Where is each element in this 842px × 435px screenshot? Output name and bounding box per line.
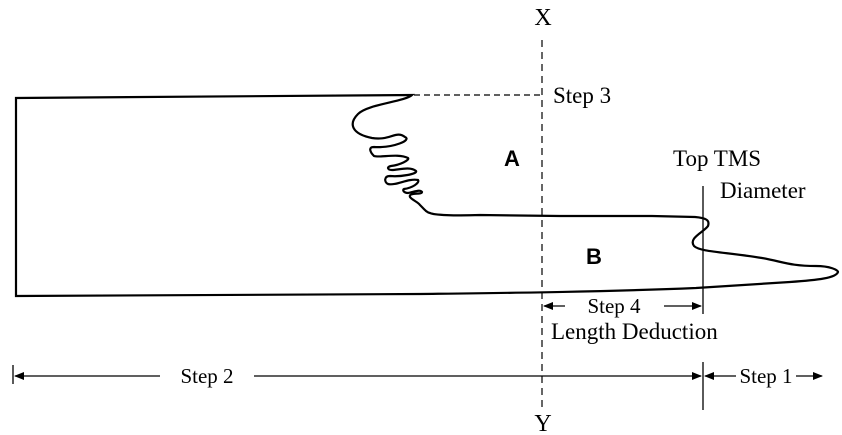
region-label-a: A — [504, 146, 520, 171]
step1-label: Step 1 — [739, 364, 792, 388]
top-tms-label: Top TMS — [673, 146, 761, 171]
diameter-label: Diameter — [720, 178, 806, 203]
step2-label: Step 2 — [180, 364, 233, 388]
region-label-b: B — [586, 244, 602, 269]
length-deduction-label: Length Deduction — [551, 319, 718, 344]
axis-label-y: Y — [534, 411, 551, 435]
axis-label-x: X — [534, 5, 551, 31]
log-outline — [14, 93, 840, 298]
step3-label: Step 3 — [553, 83, 611, 108]
step4-label: Step 4 — [587, 294, 641, 318]
